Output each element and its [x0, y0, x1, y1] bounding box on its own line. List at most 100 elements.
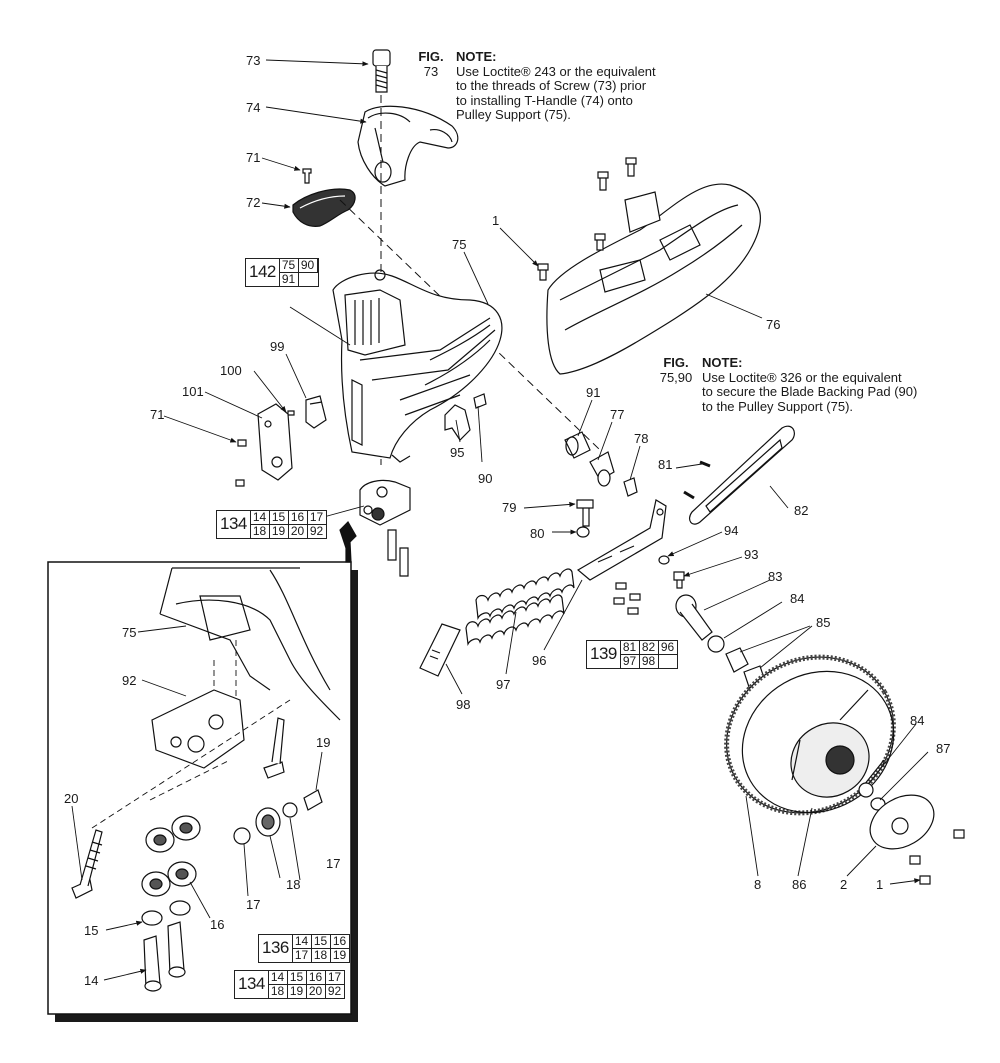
leader-lines: [163, 59, 929, 885]
kit-number: 134: [235, 971, 269, 998]
callout-71-top: 71: [246, 150, 261, 165]
inset-callout-14: 14: [84, 973, 99, 988]
kit-part: 19: [288, 985, 307, 998]
note-line: to secure the Blade Backing Pad (90): [702, 384, 918, 399]
callout-93: 93: [744, 547, 759, 562]
plate-101-part: [257, 403, 293, 481]
callout-78: 78: [634, 431, 649, 446]
shaft-77-part: [589, 451, 615, 487]
callout-97: 97: [496, 677, 511, 692]
inset-callout-15: 15: [84, 923, 99, 938]
note-fig-label: FIG.: [663, 355, 689, 370]
callout-83: 83: [768, 569, 783, 584]
callout-86: 86: [792, 877, 807, 892]
inset-callout-17-right: 17: [326, 856, 341, 871]
note-line: to the Pulley Support (75).: [702, 398, 854, 414]
bearing-block-92-part: [359, 479, 411, 577]
kit-number: 139: [587, 641, 621, 668]
callout-87: 87: [936, 741, 951, 756]
pad-72-part: [292, 188, 356, 227]
callout-99: 99: [270, 339, 285, 354]
callout-82: 82: [794, 503, 809, 518]
callout-74: 74: [246, 100, 261, 115]
note-fig-label: FIG.: [418, 49, 444, 64]
washer-84b-part: [858, 782, 874, 798]
note-line: Use Loctite® 243 or the equivalent: [456, 63, 656, 79]
callout-73: 73: [246, 53, 261, 68]
kit-part: 82: [639, 641, 659, 655]
callout-98: 98: [456, 697, 471, 712]
kit-part: 92: [309, 524, 324, 538]
callout-1-top: 1: [492, 213, 500, 228]
callout-84-lower: 84: [910, 713, 925, 728]
washer-84-part: [707, 635, 725, 653]
kit-134-box-inset: 134 14 15 16 17 18 19 20 92: [234, 970, 345, 999]
callout-101: 101: [182, 384, 204, 399]
t-handle-74-part: [357, 105, 459, 187]
bracket-screws-part: [613, 582, 641, 615]
kit-part: 18: [269, 985, 288, 998]
note-fig-number: 75,90: [659, 369, 693, 385]
kit-number: 134: [217, 511, 251, 538]
callout-96: 96: [532, 653, 547, 668]
callout-79: 79: [502, 500, 517, 515]
bracket-96-part: [576, 499, 667, 581]
callout-8: 8: [754, 877, 762, 892]
note-line: to installing T-Handle (74) onto: [456, 92, 633, 108]
kit-part: 14: [292, 935, 312, 949]
pulley-86-part: [724, 654, 896, 816]
inset-callout-17-left: 17: [246, 897, 261, 912]
kit-part: 92: [327, 984, 342, 998]
bracket-95-part: [444, 404, 471, 441]
bushing-91-part: [564, 431, 591, 459]
callout-94: 94: [724, 523, 739, 538]
inset-callout-20: 20: [64, 791, 79, 806]
kit-part: 17: [293, 949, 312, 962]
callout-84-upper: 84: [790, 591, 805, 606]
kit-part: 17: [325, 971, 344, 985]
screw-100-part: [287, 410, 295, 416]
screw-71-top-part: [302, 168, 312, 184]
clip-99-part: [305, 395, 327, 429]
kit-part: 15: [311, 935, 331, 949]
kit-number: 142: [246, 259, 280, 286]
kit-part: 20: [289, 525, 308, 538]
callout-76: 76: [766, 317, 781, 332]
kit-part: 96: [658, 641, 677, 655]
flange-2-part: [869, 794, 935, 850]
link-82-part: [688, 425, 795, 525]
kit-number: 136: [259, 935, 293, 962]
callout-100: 100: [220, 363, 242, 378]
note-fig-number: 73: [423, 63, 439, 79]
screw-79-part: [576, 499, 594, 527]
note-title: NOTE:: [456, 49, 497, 64]
screw-73-part: [372, 49, 391, 93]
screw-93-part: [673, 571, 685, 589]
kit-part: 18: [251, 525, 270, 538]
note-line: Use Loctite® 326 or the equivalent: [702, 369, 902, 385]
inset-callout-16: 16: [210, 917, 225, 932]
kit-part: 90: [298, 259, 318, 273]
plate-98-part: [419, 623, 461, 677]
callout-90: 90: [478, 471, 493, 486]
kit-part: 16: [306, 971, 326, 985]
pin-78-part: [623, 477, 638, 497]
kit-142-box: 142 75 90 91: [245, 258, 319, 287]
kit-part: 97: [621, 655, 640, 668]
kit-part: 16: [330, 935, 349, 949]
callout-85: 85: [816, 615, 831, 630]
shaft-83-part: [675, 594, 713, 641]
kit-139-box: 139 81 82 96 97 98: [586, 640, 678, 669]
inset-callout-18: 18: [286, 877, 301, 892]
springs-97-part: [465, 568, 575, 647]
kit-part: 98: [640, 655, 659, 668]
kit-part: 91: [280, 273, 299, 286]
kit-part: 20: [307, 985, 326, 998]
kit-part: 75: [279, 259, 299, 273]
callout-95: 95: [450, 445, 465, 460]
kit-part: 19: [270, 525, 289, 538]
callout-2: 2: [840, 877, 848, 892]
callout-77: 77: [610, 407, 625, 422]
callout-80: 80: [530, 526, 545, 541]
